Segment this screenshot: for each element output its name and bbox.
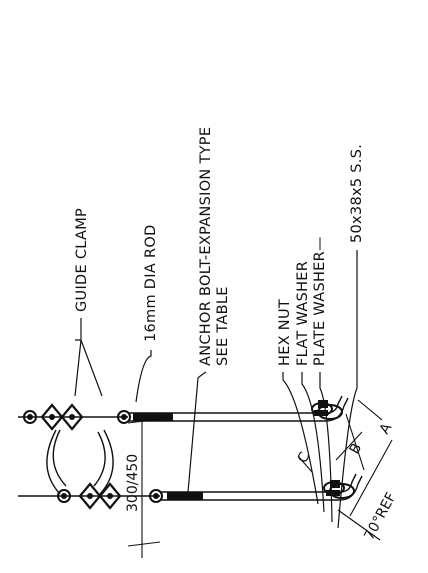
anchor-bolt-label: ANCHOR BOLT-EXPANSION TYPE	[198, 127, 214, 366]
assembly-group	[18, 395, 363, 510]
rod-label: 16mm DIA ROD	[143, 224, 159, 342]
anchor-hardware-upper	[311, 400, 343, 420]
dimension-lines	[127, 399, 393, 558]
clamp-band	[46, 429, 114, 495]
guide-clamp-label: GUIDE CLAMP	[74, 208, 90, 312]
overall-dimension: 300/450	[125, 454, 141, 512]
rod-thread-upper	[133, 413, 173, 421]
see-table-label: SEE TABLE	[215, 286, 231, 366]
plate-washer-size-label: 50x38x5 S.S.	[349, 144, 365, 243]
dimension-a: A	[377, 420, 396, 437]
plate-washer-label: PLATE WASHER—	[312, 236, 328, 366]
anchor-hardware-lower	[323, 480, 355, 499]
rod-thread-lower	[167, 492, 203, 500]
ref-angle-dimension: 70°REF	[361, 490, 399, 543]
labels-group: GUIDE CLAMP 16mm DIA ROD ANCHOR BOLT-EXP…	[74, 127, 365, 366]
clamp-hardware-upper	[23, 403, 131, 431]
flat-washer-label: FLAT WASHER	[295, 261, 311, 366]
hex-nut-label: HEX NUT	[277, 299, 293, 366]
clamp-hardware-lower	[57, 482, 163, 510]
